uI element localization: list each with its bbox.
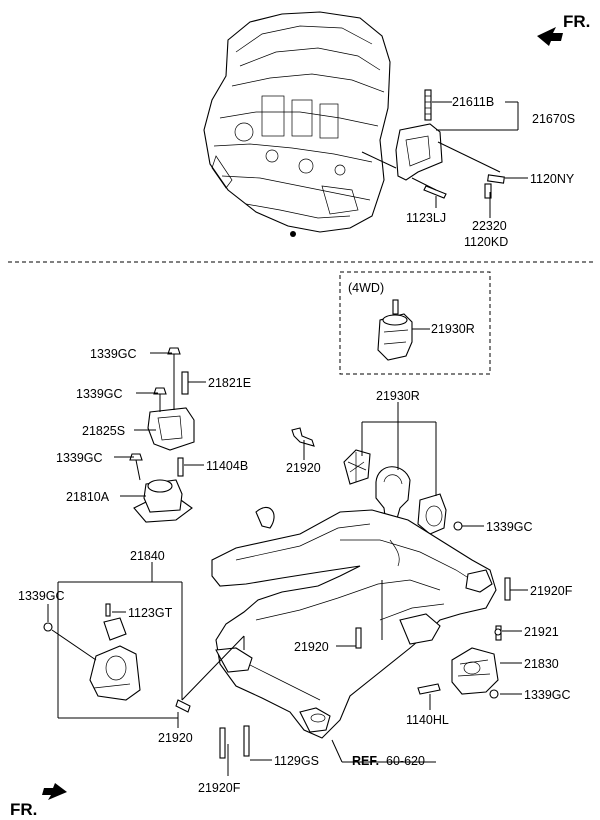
label-21920f-b: 21920F <box>198 781 241 795</box>
fr-label-bottom: FR. <box>10 800 37 819</box>
label-21930r-4wd: 21930R <box>431 322 475 336</box>
label-1120ny: 1120NY <box>530 172 575 186</box>
label-1339gc-f: 1339GC <box>524 688 571 702</box>
label-21670s: 21670S <box>532 112 575 126</box>
left-lower-mount-bracket <box>43 562 245 719</box>
label-21920-b: 21920 <box>294 640 329 654</box>
label-21810a: 21810A <box>66 490 110 504</box>
engine-bolts <box>423 174 505 199</box>
label-1339gc-d: 1339GC <box>486 520 533 534</box>
label-21611b: 21611B <box>452 95 494 109</box>
label-21840: 21840 <box>130 549 165 563</box>
label-21821e: 21821E <box>208 376 251 390</box>
label-1339gc-e: 1339GC <box>18 589 65 603</box>
label-11404b: 11404B <box>206 459 248 473</box>
label-21920-a: 21920 <box>286 461 321 475</box>
label-1140hl: 1140HL <box>406 713 449 727</box>
ref-number: 60-620 <box>386 754 425 768</box>
mount-insulator-4wd <box>377 299 413 361</box>
ref-prefix: REF. <box>352 754 379 768</box>
label-1120kd: 1120KD <box>464 235 508 249</box>
reference-note: REF. 60-620 <box>352 754 425 768</box>
label-1123gt: 1123GT <box>128 606 173 620</box>
label-1123lj: 1123LJ <box>406 211 446 225</box>
label-22320: 22320 <box>472 219 507 233</box>
label-21920-c: 21920 <box>158 731 193 745</box>
rear-mount-insulator-cluster <box>291 427 463 535</box>
front-direction-indicator-top: FR. <box>537 12 590 46</box>
label-1339gc-b: 1339GC <box>76 387 123 401</box>
left-mount-stack <box>129 347 195 523</box>
label-21920f-a: 21920F <box>530 584 573 598</box>
front-arrow-icon <box>537 27 563 46</box>
group-4wd-box: (4WD) 21930R <box>339 271 491 375</box>
label-21830: 21830 <box>524 657 559 671</box>
engine-mount-bracket <box>395 89 443 181</box>
group-4wd-label: (4WD) <box>348 281 384 295</box>
right-mount-assembly <box>451 628 502 699</box>
label-21921: 21921 <box>524 625 559 639</box>
front-subframe <box>211 506 497 739</box>
label-21825s: 21825S <box>82 424 125 438</box>
label-1339gc-a: 1339GC <box>90 347 137 361</box>
label-21930r: 21930R <box>376 389 420 403</box>
label-1339gc-c: 1339GC <box>56 451 103 465</box>
front-arrow-icon <box>42 783 67 800</box>
front-direction-indicator-bottom: FR. <box>10 783 67 819</box>
fr-label-top: FR. <box>563 12 590 31</box>
label-1129gs: 1129GS <box>274 754 319 768</box>
engine-assembly <box>203 11 391 237</box>
